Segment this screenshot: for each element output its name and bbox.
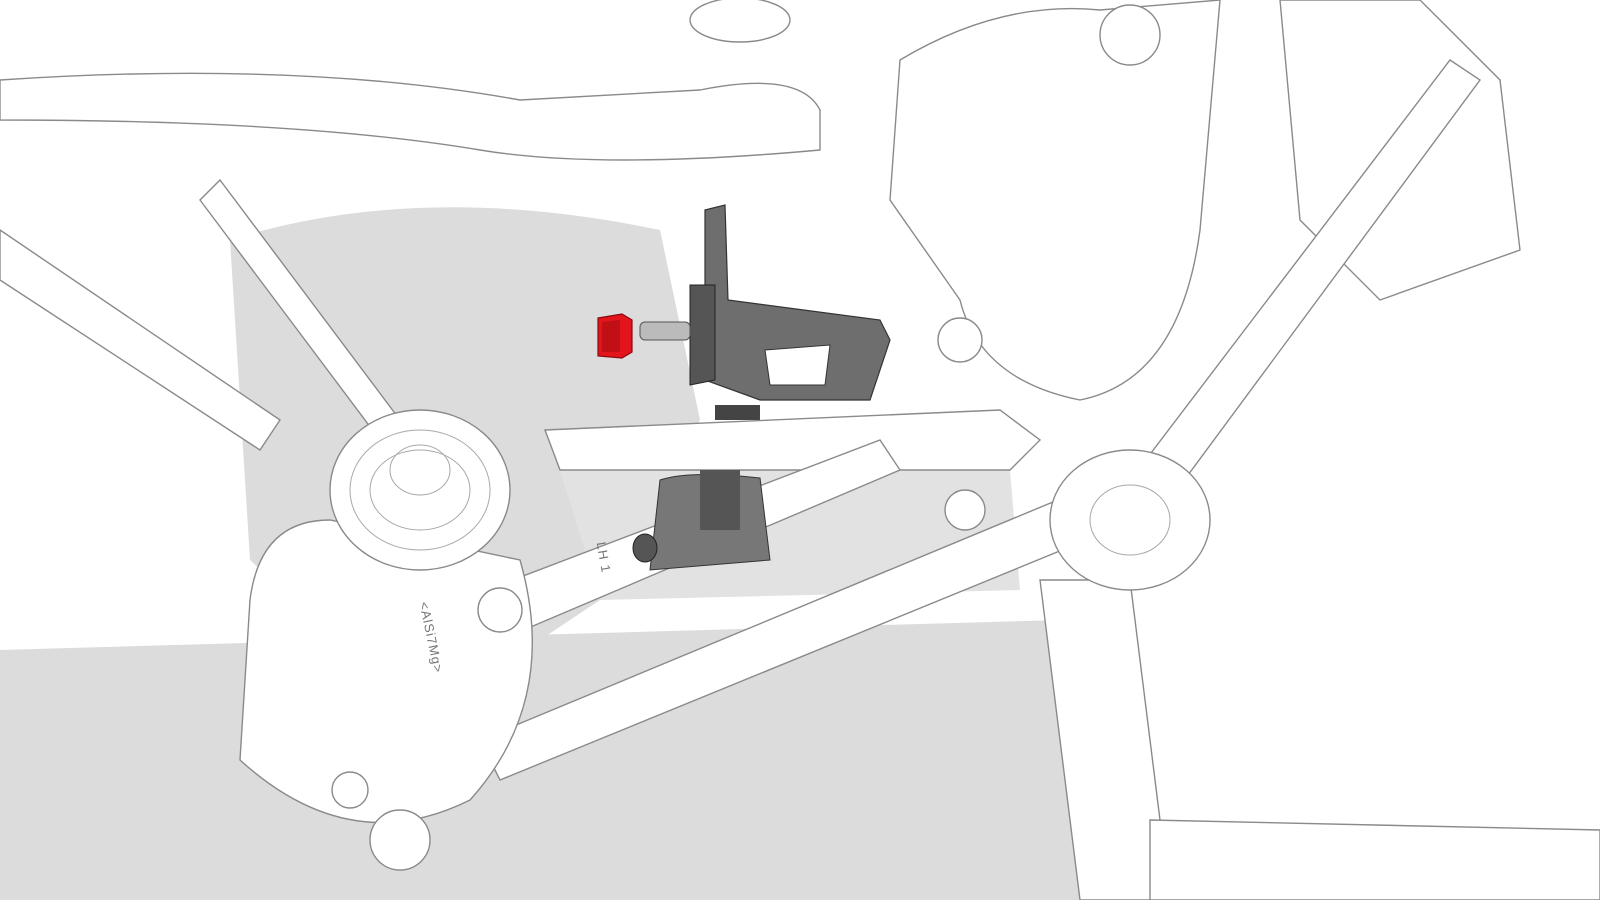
- knuckle-and-cv-boot: [239, 317, 1211, 871]
- sensor-bracket: [632, 204, 891, 571]
- highlighted-nut: [597, 313, 633, 359]
- background-shading: [0, 207, 1080, 900]
- control-arms: [0, 59, 1600, 900]
